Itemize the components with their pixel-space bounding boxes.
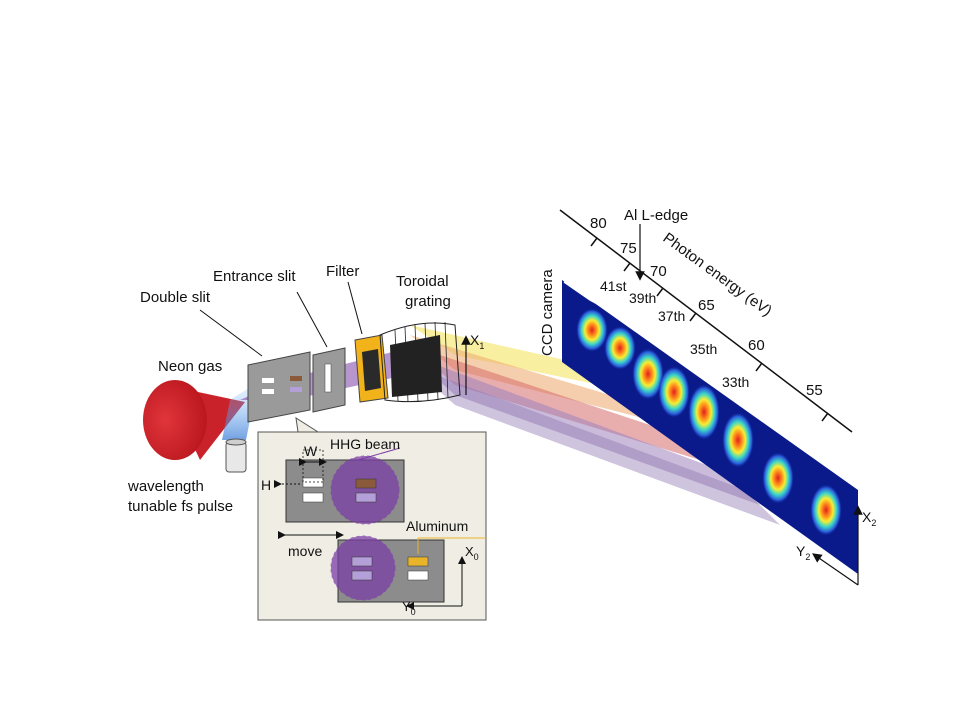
beam-orange [410, 335, 650, 420]
inset-w: W [304, 443, 318, 459]
diffracted-beams [410, 325, 780, 525]
label-wavelength: wavelength [127, 478, 204, 495]
entrance-slit [312, 347, 346, 413]
y2-label: Y2 [796, 543, 810, 562]
harmonic-41st: 41st [600, 278, 627, 294]
ccd-spots [576, 308, 842, 536]
ccd-image: 41st 39th 37th 35th 33th CCD camera [539, 269, 858, 574]
x1-axis: X1 [461, 332, 484, 395]
ccd-axes: X2 Y2 [796, 505, 876, 586]
beam-red [410, 345, 700, 460]
inset-x0: X0 [465, 544, 479, 562]
aluminum-filter [407, 556, 429, 567]
label-neon-gas: Neon gas [158, 358, 222, 375]
double-slit-upper [262, 378, 274, 383]
label-ccd-camera: CCD camera [539, 269, 556, 356]
tick-60: 60 [748, 337, 765, 354]
harmonic-37th: 37th [658, 308, 685, 324]
toroidal-grating [379, 321, 461, 403]
inset-aluminum: Aluminum [406, 518, 468, 534]
laser-pulse [143, 380, 245, 460]
tick-55: 55 [806, 382, 823, 399]
x2-label: X2 [862, 509, 876, 528]
harmonic-33th: 33th [722, 374, 749, 390]
inset-hhg-beam: HHG beam [330, 436, 400, 452]
hhg-beam-spot-top [330, 455, 400, 525]
beam-yellow [410, 325, 600, 385]
label-toroidal: Toroidal [396, 273, 449, 290]
axis-title-photon-energy: Photon energy (eV) [660, 229, 775, 319]
double-slit-plate [247, 351, 311, 423]
ccd-spectrum [563, 281, 857, 479]
tick-65: 65 [698, 297, 715, 314]
inset-move: move [288, 543, 322, 559]
slit-inset: HHG beam W H move Aluminum X0 Y0 [257, 416, 487, 621]
label-tunable-pulse: tunable fs pulse [128, 498, 233, 515]
x1-label: X1 [470, 332, 484, 351]
label-filter: Filter [326, 263, 359, 280]
gas-nozzle [225, 441, 247, 473]
hhg-beam-spot-bottom [330, 535, 396, 601]
harmonic-39th: 39th [629, 290, 656, 306]
laser-cone-base [143, 380, 207, 460]
label-grating: grating [405, 293, 451, 310]
beam-violet [410, 365, 780, 525]
label-al-edge: Al L-edge [624, 207, 688, 224]
filter [354, 334, 389, 403]
label-entrance-slit: Entrance slit [213, 268, 296, 285]
double-slit-lower [262, 389, 274, 394]
inset-y0: Y0 [402, 599, 416, 617]
tick-70: 70 [650, 263, 667, 280]
inset-h: H [261, 477, 271, 493]
beam-purple [410, 355, 760, 505]
tick-80: 80 [590, 215, 607, 232]
label-double-slit: Double slit [140, 289, 211, 306]
harmonic-35th: 35th [690, 341, 717, 357]
tick-75: 75 [620, 240, 637, 257]
